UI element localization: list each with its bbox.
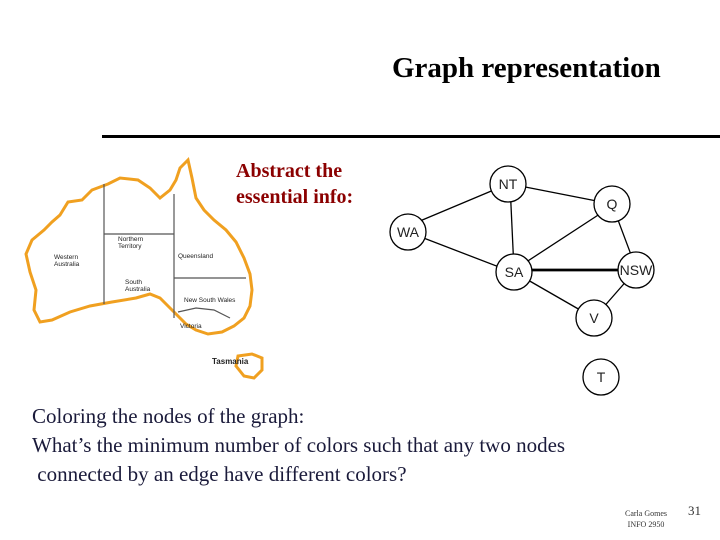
label-western-australia-2: Australia [54, 261, 80, 268]
node-label-sa: SA [505, 264, 524, 280]
node-label-nt: NT [499, 176, 518, 192]
title-underline [102, 135, 720, 138]
page-number: 31 [688, 503, 701, 518]
question-line-1: Coloring the nodes of the graph: [32, 404, 305, 428]
node-label-nsw: NSW [620, 262, 653, 278]
node-nsw [617, 251, 655, 289]
australia-map: Western Australia Northern Territory Que… [0, 150, 360, 385]
abstract-line-1: Abstract the [236, 160, 343, 182]
node-label-wa: WA [397, 224, 420, 240]
label-south-australia-2: Australia [125, 286, 151, 293]
border-nsw-vic [177, 307, 231, 319]
edge-sa-q [513, 205, 613, 271]
node-v [575, 299, 613, 337]
constraint-graph: WA NT Q SA NSW V T [389, 165, 655, 396]
label-northern-territory-1: Northern [118, 236, 144, 243]
slide-title: Graph representation [392, 52, 661, 84]
label-new-south-wales: New South Wales [184, 297, 236, 304]
node-wa [389, 213, 427, 251]
node-label-t: T [597, 369, 606, 385]
node-q [593, 185, 631, 223]
mainland-outline [24, 157, 254, 336]
label-tasmania: Tasmania [212, 357, 249, 366]
svg-text:Northern Territory: Northern Territory [118, 236, 145, 250]
abstract-note: Abstract the essential info: [236, 158, 353, 210]
label-south-australia-1: South [125, 279, 142, 286]
node-t [582, 358, 620, 396]
footer-course: INFO 2950 [627, 520, 665, 529]
node-label-q: Q [607, 196, 618, 212]
svg-text:South Australia: South Australia [125, 279, 151, 293]
label-western-australia-1: Western [54, 254, 78, 261]
svg-text:Western Australia: Western Australia [54, 254, 80, 268]
abstract-line-2: essential info: [236, 186, 354, 208]
question-line-3: connected by an edge have different colo… [32, 462, 407, 486]
tasmania-shape [234, 352, 264, 380]
label-victoria: Victoria [180, 323, 202, 330]
question-text: Coloring the nodes of the graph: What’s … [32, 402, 565, 489]
node-sa [495, 253, 533, 291]
footer-author: Carla Gomes [625, 509, 667, 518]
node-label-v: V [589, 310, 599, 326]
question-line-2: What’s the minimum number of colors such… [32, 433, 566, 457]
footer-credit: Carla Gomes INFO 2950 [614, 508, 678, 530]
label-northern-territory-2: Territory [118, 243, 142, 250]
label-queensland: Queensland [178, 253, 213, 260]
node-nt [489, 165, 527, 203]
